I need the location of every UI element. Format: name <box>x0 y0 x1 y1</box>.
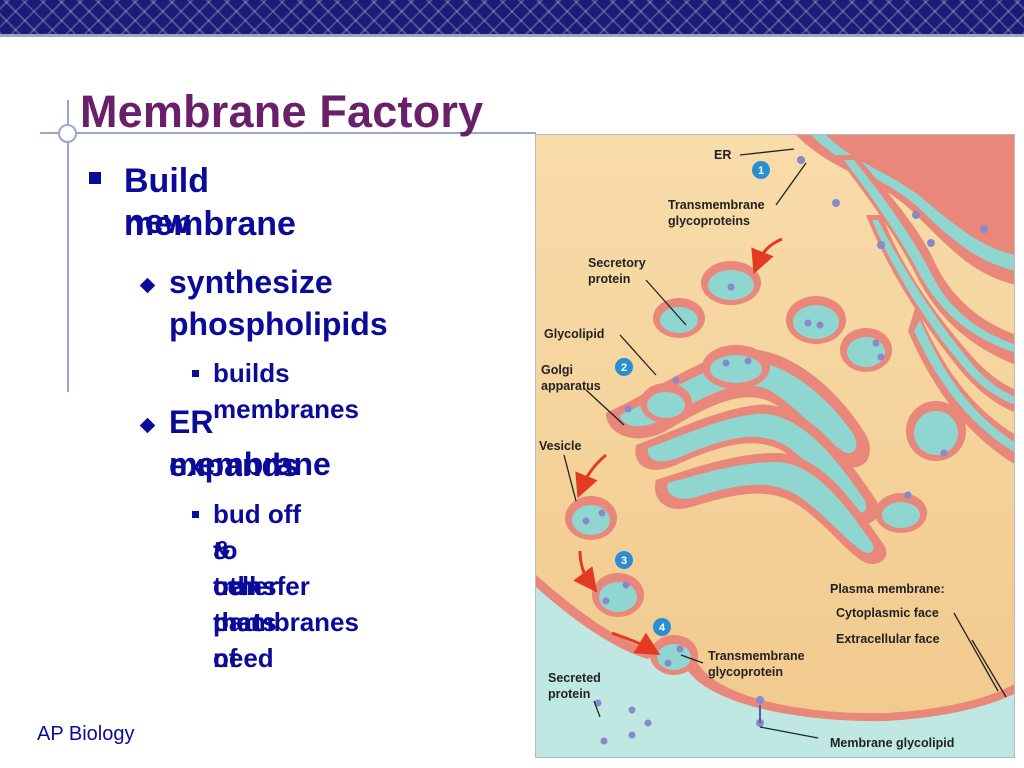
bullet-l2a-line1: synthesize <box>169 264 333 300</box>
bullet-l3b-line3: cell that need <box>213 571 274 673</box>
label-secreted-protein-1: Secreted <box>548 671 601 685</box>
label-golgi-2: apparatus <box>541 379 601 393</box>
label-membrane-glycolipid: Membrane glycolipid <box>830 736 954 750</box>
label-transmembrane-glycoproteins-1: Transmembrane <box>668 198 765 212</box>
label-plasma-membrane: Plasma membrane: <box>830 582 945 596</box>
label-extracellular-face: Extracellular face <box>836 632 940 646</box>
crosshair-ornament <box>58 124 77 143</box>
label-secretory-protein-2: protein <box>588 272 630 286</box>
bullet-l2b-line1: ER membrane <box>169 404 331 482</box>
diamond-bullet-icon <box>139 417 156 434</box>
plasma-membrane <box>536 575 1014 757</box>
footer-course-label: AP Biology <box>37 723 135 745</box>
label-glycolipid: Glycolipid <box>544 327 604 341</box>
label-transmembrane-glycoprotein-1: Transmembrane <box>708 649 805 663</box>
label-cytoplasmic-face: Cytoplasmic face <box>836 606 939 620</box>
step-badge-1: 1 <box>752 161 770 179</box>
bullet-l1-line1: Build new <box>124 162 209 241</box>
horizontal-rule <box>40 132 536 134</box>
label-secreted-protein-2: protein <box>548 687 590 701</box>
label-er: ER <box>714 148 731 162</box>
step-badge-4: 4 <box>653 618 671 636</box>
transport-vesicles <box>565 496 644 617</box>
square-bullet-icon <box>89 172 101 184</box>
step-badge-3: 3 <box>615 551 633 569</box>
bullet-l2b-line2: expands <box>169 447 299 483</box>
label-transmembrane-glycoproteins-2: glycoproteins <box>668 214 750 228</box>
svg-text:2: 2 <box>621 362 627 374</box>
endoplasmic-reticulum <box>796 135 1014 464</box>
membrane-factory-diagram: 1 2 3 4 ER Transmembrane glycoproteins S… <box>535 134 1015 758</box>
header-band-edge <box>0 34 1024 37</box>
small-square-bullet-icon <box>192 370 199 377</box>
vertical-rule <box>67 100 69 392</box>
slide-title: Membrane Factory <box>80 86 484 137</box>
bullet-l1-line2: membrane <box>124 205 296 243</box>
bullet-l3b-line1: bud off & transfer <box>213 499 310 601</box>
leader-lines <box>563 148 1007 739</box>
small-square-bullet-icon <box>192 511 199 518</box>
fusing-vesicle <box>650 635 698 675</box>
diamond-bullet-icon <box>139 277 156 294</box>
svg-text:3: 3 <box>621 555 627 567</box>
header-band <box>0 0 1024 34</box>
golgi-apparatus <box>606 345 927 564</box>
bullet-l3b-line2: to other parts of <box>213 535 278 673</box>
diagram-illustration: 1 2 3 4 ER Transmembrane glycoproteins S… <box>536 135 1014 757</box>
label-secretory-protein-1: Secretory <box>588 256 646 270</box>
label-golgi-1: Golgi <box>541 363 573 377</box>
step-badge-2: 2 <box>615 358 633 376</box>
svg-text:4: 4 <box>659 622 666 634</box>
bullet-l3b-line4: membranes <box>213 607 359 637</box>
bullet-l2a-line2: phospholipids <box>169 306 388 342</box>
transport-arrows <box>573 237 783 656</box>
svg-text:1: 1 <box>758 165 764 177</box>
label-transmembrane-glycoprotein-2: glycoprotein <box>708 665 783 679</box>
bullet-l3a: builds membranes <box>213 358 359 424</box>
label-vesicle: Vesicle <box>539 439 581 453</box>
